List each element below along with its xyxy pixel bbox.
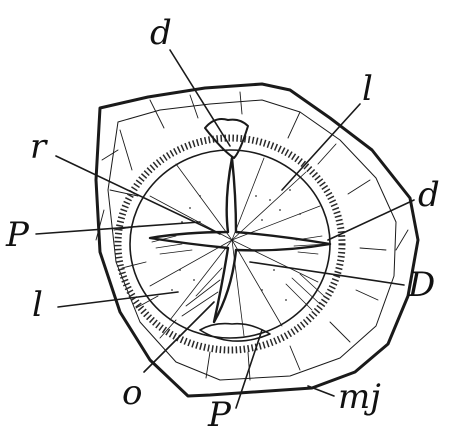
- label-D: D: [407, 265, 435, 305]
- label-l-top: l: [362, 69, 373, 109]
- valve-cross: [150, 158, 330, 322]
- label-p-bottom: P: [207, 395, 232, 430]
- hatched-zone-outline: [108, 100, 396, 380]
- label-o: o: [122, 373, 142, 413]
- leader-p-left: [36, 222, 200, 234]
- label-l-left: l: [32, 285, 43, 325]
- leader-o: [144, 302, 214, 372]
- outer-zone-hatching: [96, 92, 408, 380]
- label-mj: mj: [338, 377, 381, 417]
- label-p-left: P: [5, 215, 30, 255]
- leader-d-top: [170, 50, 230, 146]
- label-d-right: d: [418, 175, 440, 215]
- label-d-top: d: [150, 13, 172, 53]
- leader-mj: [308, 386, 334, 396]
- ring-inner-edge: [130, 150, 330, 338]
- label-r: r: [30, 127, 48, 167]
- leader-lines: [36, 50, 414, 408]
- leader-l-top: [282, 104, 360, 190]
